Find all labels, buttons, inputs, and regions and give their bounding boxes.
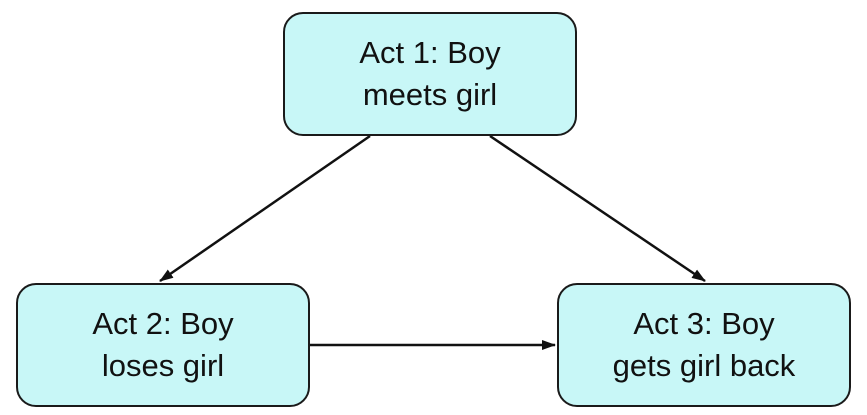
node-act3-boy-gets-girl-back: Act 3: Boy gets girl back bbox=[557, 283, 851, 407]
node-act3-line2: gets girl back bbox=[612, 348, 796, 383]
node-act2-boy-loses-girl: Act 2: Boy loses girl bbox=[16, 283, 310, 407]
node-act1-line2: meets girl bbox=[362, 77, 498, 112]
node-act3-line1: Act 3: Boy bbox=[633, 306, 775, 341]
node-act1-boy-meets-girl: Act 1: Boy meets girl bbox=[283, 12, 577, 136]
node-act1-line1: Act 1: Boy bbox=[359, 35, 501, 70]
node-act2-line2: loses girl bbox=[101, 348, 225, 383]
edge-act1-to-act3 bbox=[489, 134, 706, 283]
node-act2-line1: Act 2: Boy bbox=[92, 306, 234, 341]
edge-act1-to-act2 bbox=[159, 134, 371, 283]
